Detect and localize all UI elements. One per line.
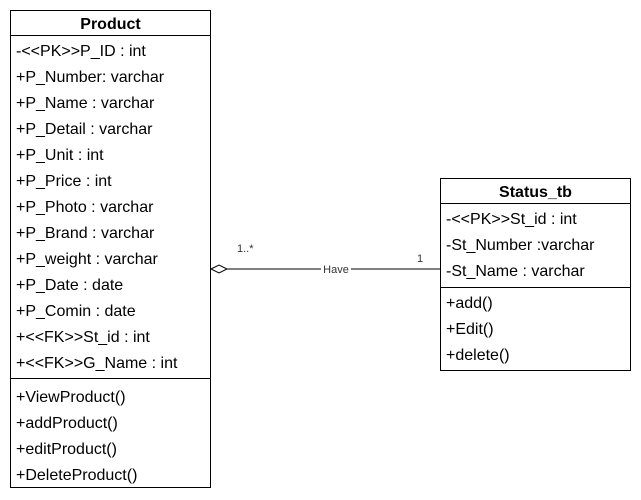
status-tb-attribute: -<<PK>>St_id : int <box>446 211 577 228</box>
product-attribute: +P_Unit : int <box>16 147 104 164</box>
product-operations: +ViewProduct() +addProduct() +editProduc… <box>11 379 210 489</box>
product-attribute: +<<FK>>G_Name : int <box>16 355 178 372</box>
product-attribute: +P_weight : varchar <box>16 251 158 268</box>
product-attribute: -<<PK>>P_ID : int <box>16 43 146 60</box>
association-label-bg <box>321 263 351 276</box>
status-tb-operation: +Edit() <box>446 321 494 338</box>
status-tb-operation: +add() <box>446 295 493 312</box>
aggregation-diamond-icon <box>209 264 229 274</box>
association-label: Have <box>323 264 349 276</box>
product-operation: +DeleteProduct() <box>16 467 138 484</box>
status-tb-attributes: -<<PK>>St_id : int -St_Number :varchar -… <box>441 204 630 288</box>
product-operation: +addProduct() <box>16 415 118 432</box>
product-operation: +editProduct() <box>16 441 117 458</box>
status-tb-attribute: -St_Name : varchar <box>446 263 585 280</box>
product-attribute: +P_Detail : varchar <box>16 121 153 138</box>
product-attribute: +P_Date : date <box>16 277 124 294</box>
product-attribute: +P_Brand : varchar <box>16 225 155 242</box>
status-tb-class-title: Status_tb <box>441 179 630 204</box>
status-tb-operations: +add() +Edit() +delete() <box>441 288 630 369</box>
status-tb-class-box[interactable]: Status_tb -<<PK>>St_id : int -St_Number … <box>440 178 631 371</box>
product-class-box[interactable]: Product -<<PK>>P_ID : int +P_Number: var… <box>10 10 211 488</box>
product-class-title: Product <box>11 11 210 36</box>
product-attribute: +P_Photo : varchar <box>16 199 154 216</box>
status-tb-operation: +delete() <box>446 347 510 364</box>
product-attribute: +P_Number: varchar <box>16 69 165 86</box>
status-tb-attribute: -St_Number :varchar <box>446 237 595 254</box>
product-multiplicity: 1..* <box>237 243 254 255</box>
product-attribute: +P_Name : varchar <box>16 95 155 112</box>
product-attribute: +P_Price : int <box>16 173 112 190</box>
product-attribute: +<<FK>>St_id : int <box>16 329 150 346</box>
status-multiplicity: 1 <box>417 253 423 265</box>
product-operation: +ViewProduct() <box>16 389 126 406</box>
product-attributes: -<<PK>>P_ID : int +P_Number: varchar +P_… <box>11 36 210 379</box>
product-attribute: +P_Comin : date <box>16 303 136 320</box>
